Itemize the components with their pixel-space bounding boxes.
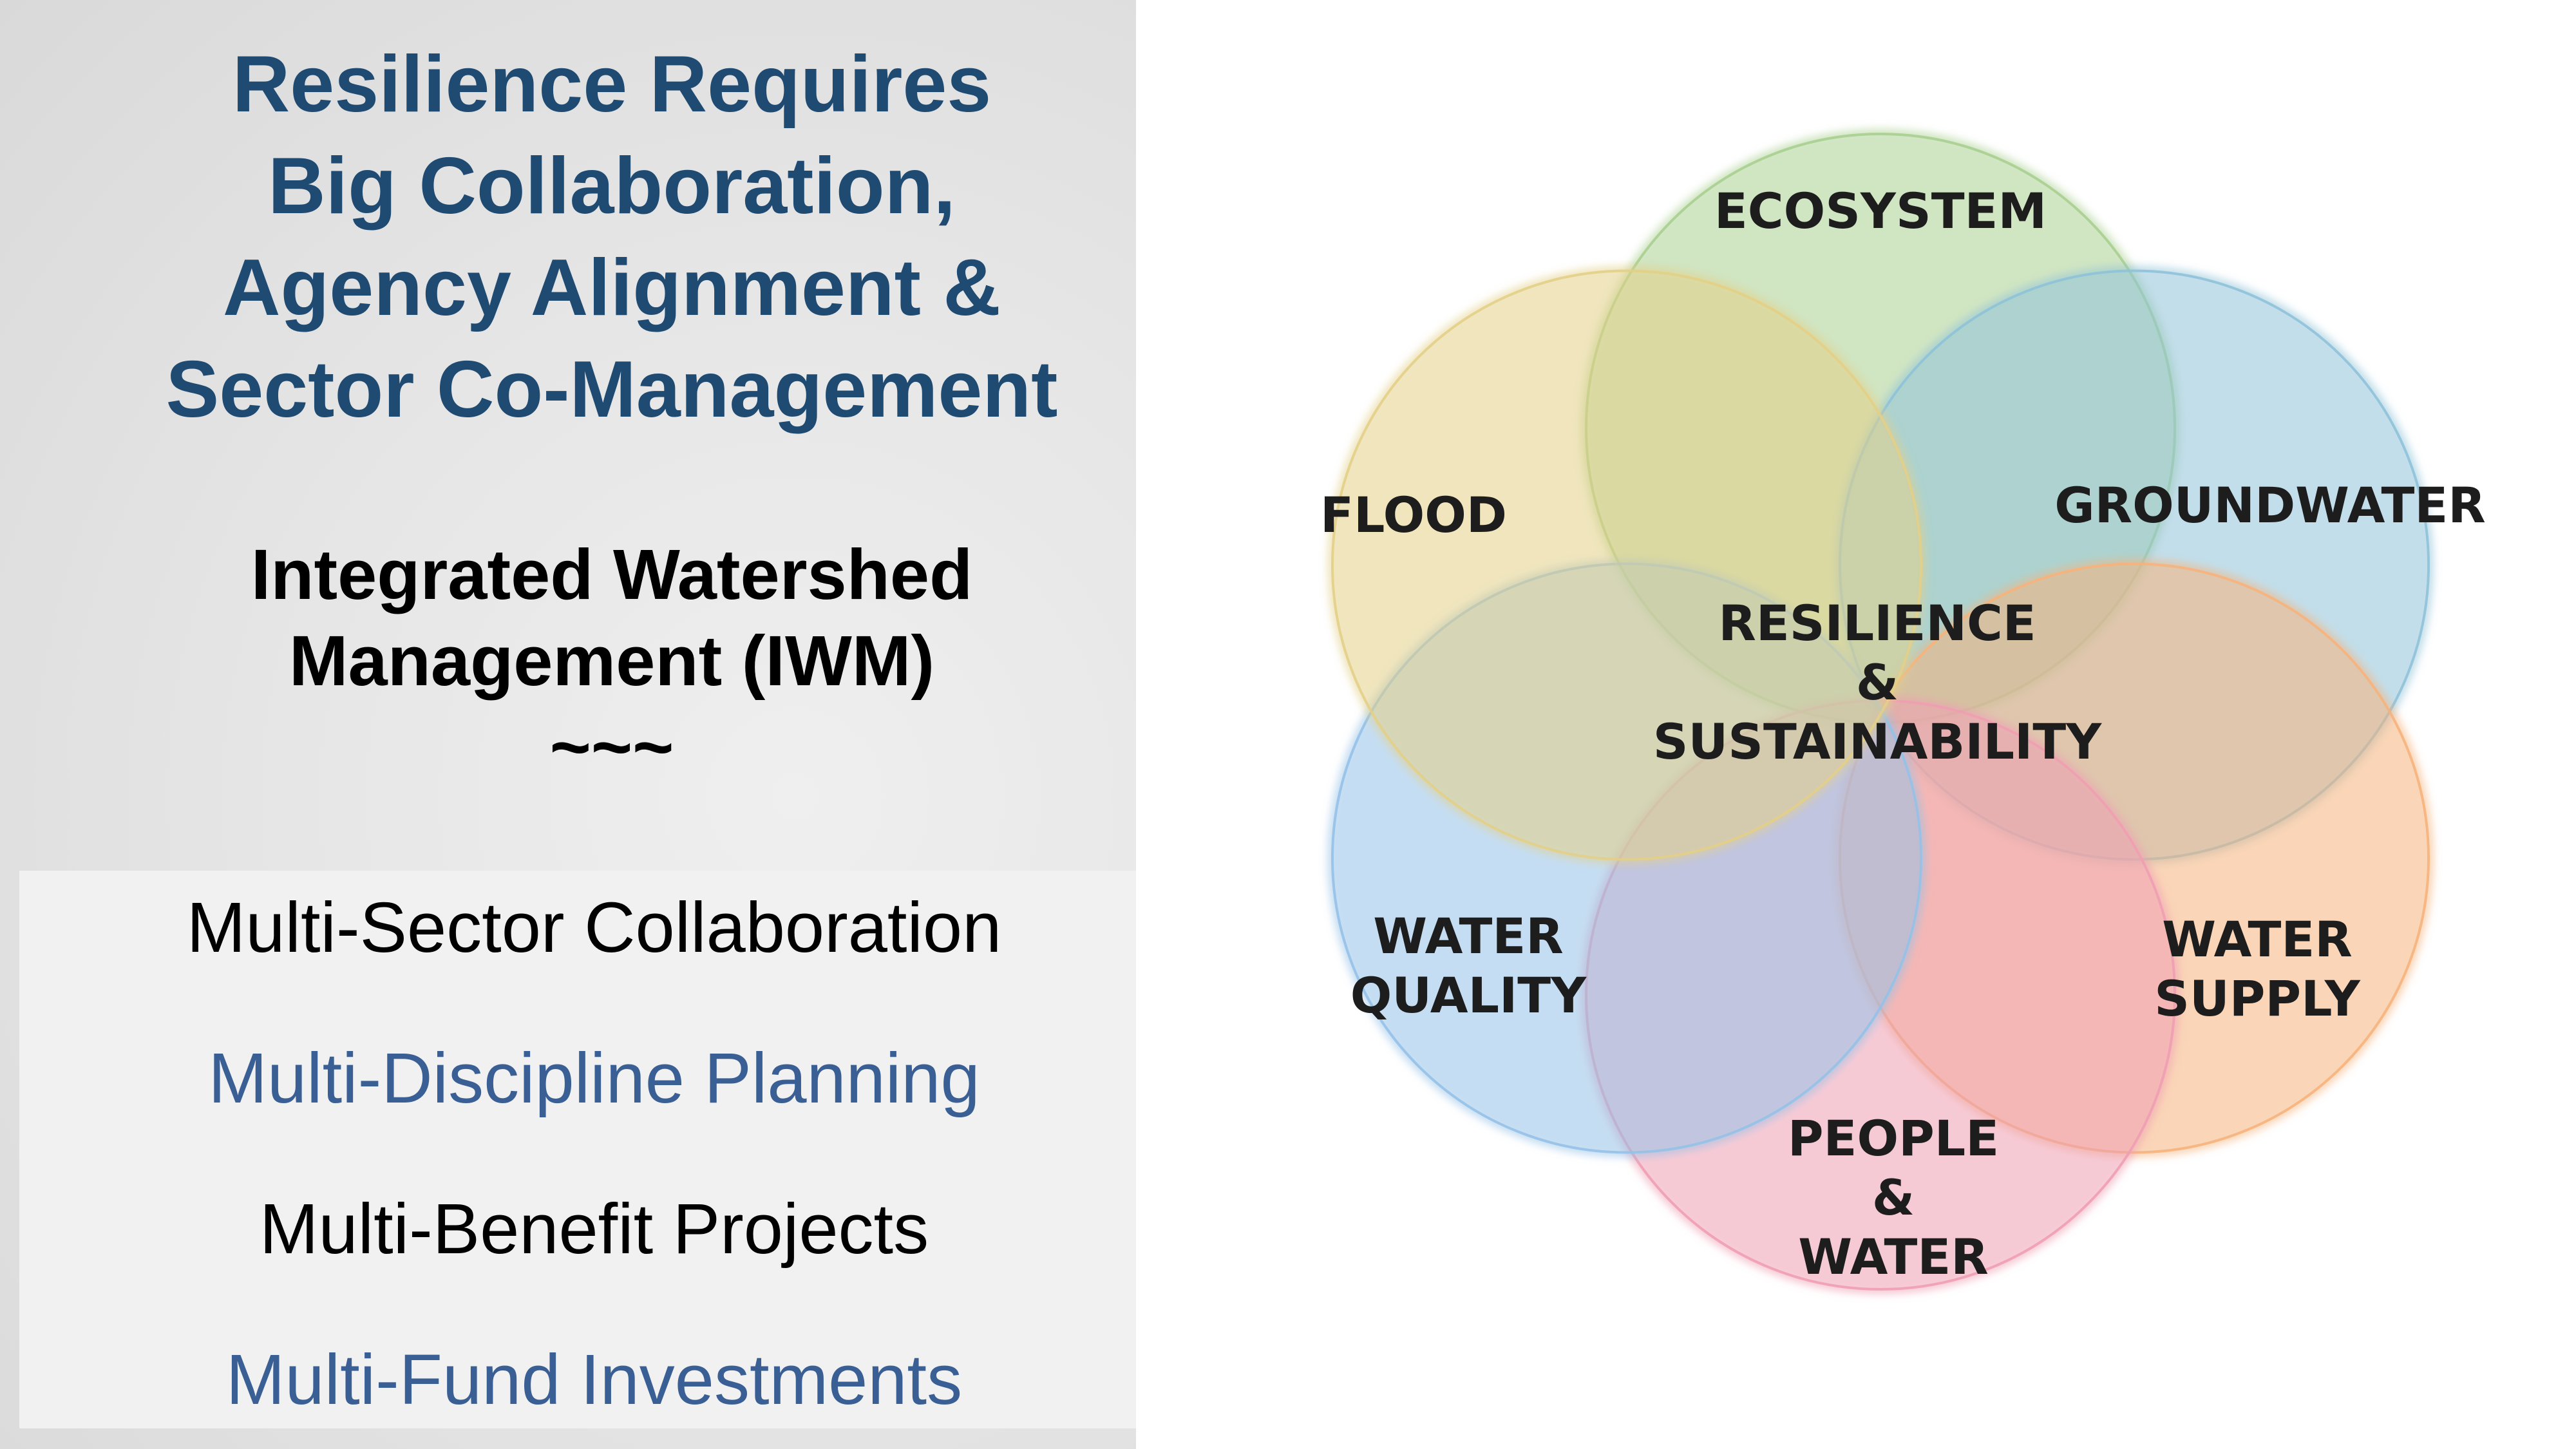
petal-label-line: PEOPLE <box>1788 1110 1999 1167</box>
title-line: Sector Co-Management <box>166 345 1058 434</box>
iwm-subtitle: Integrated Watershed Management (IWM) ~~… <box>0 532 1224 791</box>
petal-label-line: GROUNDWATER <box>2054 477 2486 534</box>
petal-label-line: FLOOD <box>1320 486 1507 544</box>
benefit-multi-benefit: Multi-Benefit Projects <box>259 1189 929 1269</box>
petal-label-line: WATER <box>1798 1228 1989 1285</box>
center-label-resilience: RESILIENCE&SUSTAINABILITY <box>1653 594 2102 770</box>
petal-outline-flood <box>1331 269 1922 861</box>
subtitle-line: Integrated Watershed <box>251 535 973 614</box>
title-line: Big Collaboration, <box>268 142 956 231</box>
center-label-line: RESILIENCE <box>1718 594 2036 652</box>
slide-title: Resilience Requires Big Collaboration, A… <box>0 33 1224 440</box>
petal-label-line: ECOSYSTEM <box>1714 182 2047 240</box>
benefit-multi-discipline: Multi-Discipline Planning <box>208 1039 980 1118</box>
petal-label-ecosystem: ECOSYSTEM <box>1714 182 2047 240</box>
benefit-multi-fund: Multi-Fund Investments <box>225 1340 963 1419</box>
subtitle-tilde: ~~~ <box>549 708 674 787</box>
center-label-line: & <box>1856 654 1899 711</box>
center-label-line: SUSTAINABILITY <box>1653 713 2102 770</box>
petal-label-line: QUALITY <box>1350 967 1587 1024</box>
title-line: Resilience Requires <box>232 40 992 129</box>
petal-label-flood: FLOOD <box>1320 486 1507 544</box>
petal-label-line: SUPPLY <box>2154 970 2360 1027</box>
petal-label-line: & <box>1872 1169 1915 1226</box>
subtitle-line: Management (IWM) <box>289 621 935 701</box>
benefit-multi-sector: Multi-Sector Collaboration <box>186 888 1002 967</box>
petal-label-line: WATER <box>1373 907 1564 965</box>
petal-label-groundwater: GROUNDWATER <box>2054 477 2486 534</box>
benefits-box: Multi-Sector Collaboration Multi-Discipl… <box>19 871 1136 1428</box>
petal-label-line: WATER <box>2162 911 2353 968</box>
title-line: Agency Alignment & <box>223 243 1001 332</box>
petal-label-people-water: PEOPLE&WATER <box>1788 1110 1999 1285</box>
petal-flood <box>1327 265 1926 865</box>
